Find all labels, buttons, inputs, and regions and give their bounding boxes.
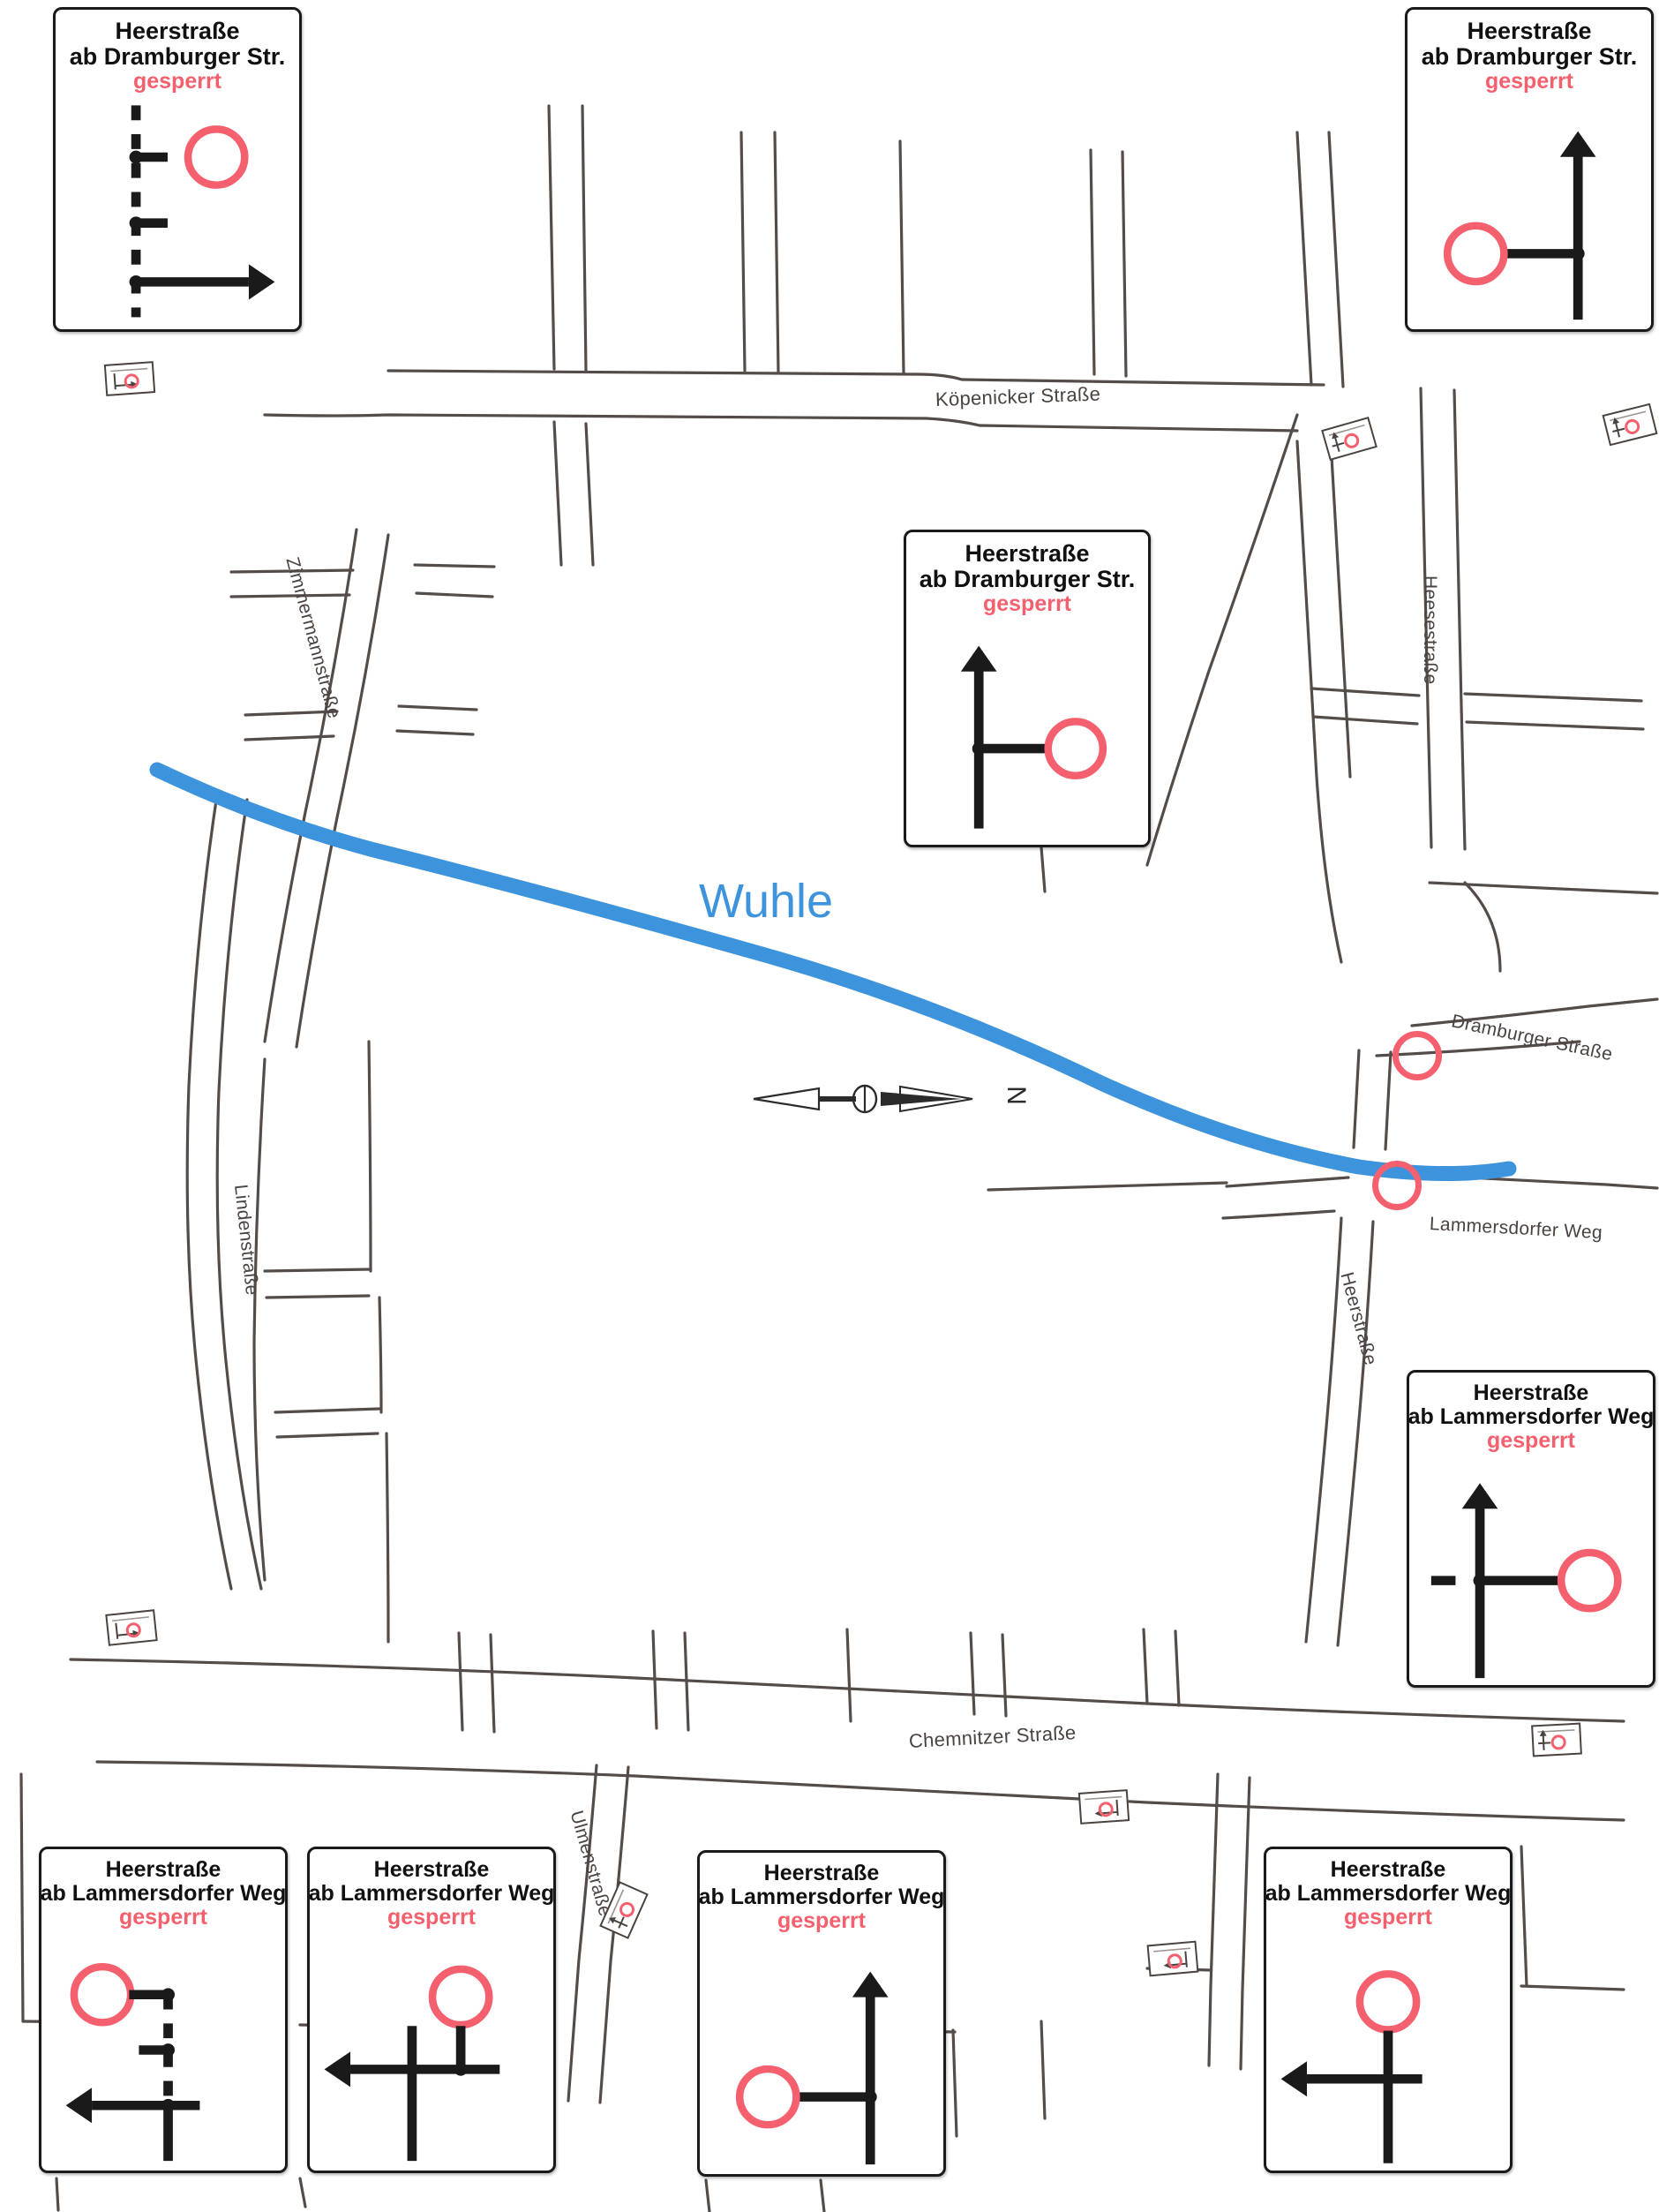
sign-pictogram-ring-left-arrow-right-icon (56, 94, 299, 329)
sign-street-name: Heerstraße (1473, 1381, 1589, 1405)
sign-from-location: ab Dramburger Str. (69, 42, 286, 70)
sign-placement-marker (598, 1880, 649, 1940)
sign-from-location: ab Lammersdorfer Weg (308, 1880, 555, 1906)
sign-pictogram-ring-left-arrow-up-icon (700, 1933, 943, 2174)
sign-status-gesperrt: gesperrt (1343, 1904, 1433, 1930)
sign-pictogram-ring-left-arrow-left-dashed-icon (41, 1930, 285, 2171)
sign-from-location: ab Lammersdorfer Weg (1408, 1403, 1655, 1429)
sign-status-gesperrt: gesperrt (118, 1904, 208, 1930)
sign-from-location: ab Dramburger Str. (919, 565, 1136, 592)
sign-from-location: ab Dramburger Str. (1421, 42, 1638, 70)
sign-status-gesperrt: gesperrt (1484, 68, 1574, 94)
closure-ring-icon (1372, 1161, 1422, 1210)
sign-status-gesperrt: gesperrt (387, 1904, 477, 1930)
street-label: Heesestraße (1420, 576, 1440, 685)
sign-street-name: Heerstraße (373, 1857, 490, 1882)
sign-from-location: ab Lammersdorfer Weg (40, 1880, 287, 1906)
sign-pictogram-arrow-up-ring-right-icon (906, 616, 1148, 845)
sign-placement-marker (104, 1608, 159, 1647)
sign-street-name: Heerstraße (1467, 18, 1592, 44)
compass-north-label: N (1001, 1086, 1031, 1105)
river-label-wuhle: Wuhle (699, 875, 834, 928)
sign-placement-marker (103, 360, 157, 397)
sign-street-name: Heerstraße (965, 540, 1090, 567)
sign-placement-marker (1320, 416, 1378, 463)
sign-placement-marker (1601, 403, 1658, 448)
sign-status-gesperrt: gesperrt (777, 1907, 867, 1933)
sign-placement-marker (1530, 1722, 1583, 1758)
sign-street-name: Heerstraße (1330, 1857, 1446, 1882)
sign-placement-marker (1145, 1940, 1199, 1978)
sign-from-location: ab Lammersdorfer Weg (698, 1884, 945, 1909)
sign-placement-marker (1077, 1788, 1131, 1825)
compass-rose (753, 1084, 973, 1114)
sign-street-name: Heerstraße (105, 1857, 221, 1882)
closure-ring-icon (1393, 1031, 1442, 1080)
sign-from-location: ab Lammersdorfer Weg (1265, 1880, 1512, 1906)
sign-street-name: Heerstraße (115, 18, 240, 44)
sign-pictogram-cross-up-ring-right-icon (1409, 1453, 1653, 1685)
sign-status-gesperrt: gesperrt (982, 591, 1072, 616)
sign-status-gesperrt: gesperrt (1486, 1427, 1576, 1453)
sign-pictogram-ring-top-arrow-left-icon (1266, 1930, 1510, 2171)
sign-pictogram-arrow-left-ring-up-icon (310, 1930, 553, 2171)
sign-street-name: Heerstraße (763, 1861, 880, 1885)
sign-status-gesperrt: gesperrt (132, 68, 222, 94)
sign-pictogram-ring-left-arrow-up-icon (1408, 94, 1651, 329)
